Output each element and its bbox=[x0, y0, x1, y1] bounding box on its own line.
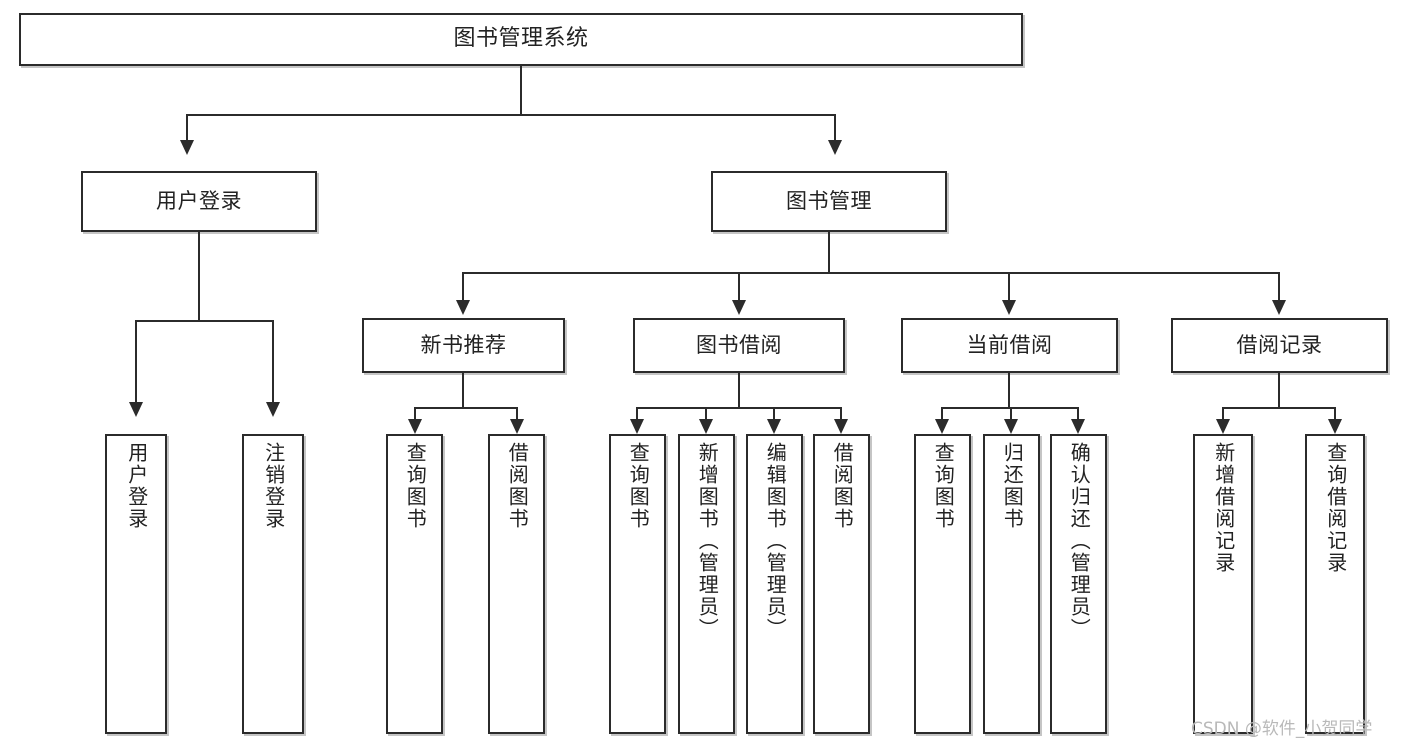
edge-br-drop-2 bbox=[1334, 407, 1336, 421]
leaf-br-query-record[interactable]: 查询借阅记录 bbox=[1305, 434, 1365, 734]
edge-user-login-stem bbox=[198, 232, 200, 322]
leaf-nbr-query-book[interactable]: 查询图书 bbox=[386, 434, 443, 734]
edge-bm-drop-3 bbox=[1008, 272, 1010, 302]
node-label: 新增借阅记录 bbox=[1211, 442, 1236, 574]
node-label: 查询借阅记录 bbox=[1323, 442, 1348, 574]
leaf-nbr-borrow-book[interactable]: 借阅图书 bbox=[488, 434, 545, 734]
node-label: 借阅图书 bbox=[505, 442, 530, 530]
node-label: 查询图书 bbox=[931, 442, 956, 530]
leaf-bb-borrow-book[interactable]: 借阅图书 bbox=[813, 434, 870, 734]
leaf-br-add-record[interactable]: 新增借阅记录 bbox=[1193, 434, 1253, 734]
edge-user-login-drop-2 bbox=[272, 320, 274, 404]
arrowhead-new-book-recommend bbox=[456, 300, 470, 315]
arrowhead-borrow-record bbox=[1272, 300, 1286, 315]
edge-nbr-stem bbox=[462, 373, 464, 409]
edge-bm-drop-2 bbox=[738, 272, 740, 302]
node-label: 借阅记录 bbox=[1236, 332, 1323, 357]
arrowhead-nbr-leaf-1 bbox=[408, 419, 422, 434]
arrowhead-cb-leaf-2 bbox=[1004, 419, 1018, 434]
edge-br-drop-1 bbox=[1222, 407, 1224, 421]
edge-nbr-drop-1 bbox=[414, 407, 416, 421]
edge-br-stem bbox=[1278, 373, 1280, 409]
node-label: 查询图书 bbox=[626, 442, 651, 530]
node-label: 新书推荐 bbox=[420, 332, 507, 357]
arrowhead-nbr-leaf-2 bbox=[510, 419, 524, 434]
arrowhead-leaf-user-login bbox=[129, 402, 143, 417]
edge-bm-drop-1 bbox=[462, 272, 464, 302]
edge-cb-stem bbox=[1008, 373, 1010, 409]
edge-br-bus bbox=[1222, 407, 1336, 409]
arrowhead-bb-leaf-3 bbox=[767, 419, 781, 434]
leaf-user-login[interactable]: 用户登录 bbox=[105, 434, 167, 734]
node-book-management[interactable]: 图书管理 bbox=[711, 171, 947, 232]
leaf-bb-query-book[interactable]: 查询图书 bbox=[609, 434, 666, 734]
arrowhead-bb-leaf-4 bbox=[834, 419, 848, 434]
edge-user-login-drop-1 bbox=[135, 320, 137, 404]
node-current-borrow[interactable]: 当前借阅 bbox=[901, 318, 1118, 373]
leaf-cb-query-book[interactable]: 查询图书 bbox=[914, 434, 971, 734]
edge-nbr-drop-2 bbox=[516, 407, 518, 421]
edge-bb-bus bbox=[636, 407, 842, 409]
node-label: 图书管理 bbox=[786, 188, 872, 213]
arrowhead-user-login bbox=[180, 140, 194, 155]
node-label: 确认归还（管理员） bbox=[1067, 442, 1092, 640]
edge-cb-drop-2 bbox=[1010, 407, 1012, 421]
edge-bm-drop-4 bbox=[1278, 272, 1280, 302]
node-label: 注销登录 bbox=[261, 442, 286, 530]
edge-root-stem bbox=[520, 66, 522, 114]
arrowhead-current-borrow bbox=[1002, 300, 1016, 315]
edge-bb-stem bbox=[738, 373, 740, 409]
edge-bb-drop-1 bbox=[636, 407, 638, 421]
edge-user-login-bus bbox=[135, 320, 274, 322]
leaf-cb-confirm-return-admin[interactable]: 确认归还（管理员） bbox=[1050, 434, 1107, 734]
node-borrow-record[interactable]: 借阅记录 bbox=[1171, 318, 1388, 373]
arrowhead-book-borrow bbox=[732, 300, 746, 315]
edge-bb-drop-2 bbox=[705, 407, 707, 421]
node-label: 查询图书 bbox=[403, 442, 428, 530]
edge-cb-drop-3 bbox=[1077, 407, 1079, 421]
leaf-logout[interactable]: 注销登录 bbox=[242, 434, 304, 734]
arrowhead-book-management bbox=[828, 140, 842, 155]
edge-bb-drop-3 bbox=[773, 407, 775, 421]
node-label: 借阅图书 bbox=[830, 442, 855, 530]
arrowhead-cb-leaf-1 bbox=[935, 419, 949, 434]
edge-drop-user-login bbox=[186, 114, 188, 142]
node-user-login[interactable]: 用户登录 bbox=[81, 171, 317, 232]
node-label: 新增图书（管理员） bbox=[695, 442, 720, 640]
leaf-cb-return-book[interactable]: 归还图书 bbox=[983, 434, 1040, 734]
edge-book-management-bus bbox=[462, 272, 1280, 274]
edge-nbr-bus bbox=[414, 407, 518, 409]
edge-drop-book-management bbox=[834, 114, 836, 142]
node-label: 图书管理系统 bbox=[453, 26, 589, 52]
node-label: 图书借阅 bbox=[696, 332, 782, 357]
arrowhead-bb-leaf-1 bbox=[630, 419, 644, 434]
arrowhead-br-leaf-1 bbox=[1216, 419, 1230, 434]
arrowhead-leaf-logout bbox=[266, 402, 280, 417]
leaf-bb-edit-book-admin[interactable]: 编辑图书（管理员） bbox=[746, 434, 803, 734]
node-root-book-management-system[interactable]: 图书管理系统 bbox=[19, 13, 1023, 66]
arrowhead-cb-leaf-3 bbox=[1071, 419, 1085, 434]
node-label: 编辑图书（管理员） bbox=[763, 442, 788, 640]
node-label: 归还图书 bbox=[1000, 442, 1025, 530]
leaf-bb-add-book-admin[interactable]: 新增图书（管理员） bbox=[678, 434, 735, 734]
arrowhead-bb-leaf-2 bbox=[699, 419, 713, 434]
node-book-borrow[interactable]: 图书借阅 bbox=[633, 318, 845, 373]
node-new-book-recommend[interactable]: 新书推荐 bbox=[362, 318, 565, 373]
node-label: 用户登录 bbox=[124, 442, 149, 530]
arrowhead-br-leaf-2 bbox=[1328, 419, 1342, 434]
node-label: 当前借阅 bbox=[966, 332, 1053, 357]
edge-cb-drop-1 bbox=[941, 407, 943, 421]
edge-root-bus bbox=[186, 114, 836, 116]
edge-book-management-stem bbox=[828, 232, 830, 274]
edge-bb-drop-4 bbox=[840, 407, 842, 421]
node-label: 用户登录 bbox=[156, 188, 242, 213]
